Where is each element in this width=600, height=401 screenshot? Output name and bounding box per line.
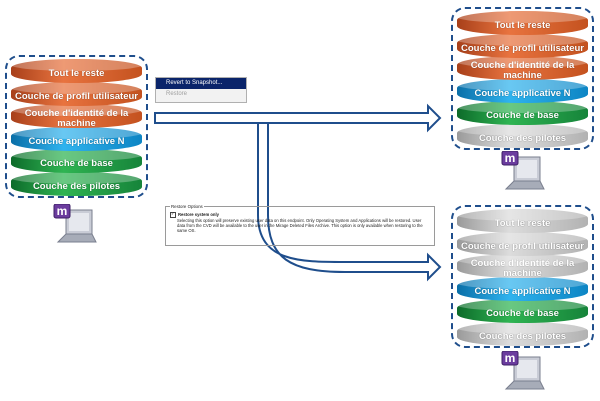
arrow-to-bottom-target (257, 214, 442, 282)
layer-couche-applicative-n: Couche applicative N (457, 276, 588, 301)
mirage-laptop-icon: m (501, 151, 545, 190)
layer-tout-le-reste: Tout le reste (457, 209, 588, 233)
restore-options-legend: Restore Options (170, 204, 204, 209)
restore-options-panel: Restore Options Restore system only Sele… (165, 204, 435, 246)
mirage-laptop-icon: m (53, 204, 97, 243)
layer-couche-de-base: Couche de base (457, 299, 588, 323)
arrow-to-top-target (154, 103, 442, 133)
layer-couche-de-profil-utilisateur: Couche de profil utilisateur (457, 231, 588, 256)
svg-text:m: m (57, 204, 68, 218)
layer-couche-d-identit-de-la-machine: Couche d'identité de la machine (11, 104, 142, 129)
layer-couche-de-profil-utilisateur: Couche de profil utilisateur (457, 33, 588, 58)
revert-to-snapshot-menu-item[interactable]: Revert to Snapshot... (156, 78, 246, 89)
layer-couche-des-pilotes: Couche des pilotes (457, 321, 588, 346)
restore-system-only-label: Restore system only (178, 212, 219, 218)
layer-couche-de-base: Couche de base (457, 101, 588, 125)
layer-couche-des-pilotes: Couche des pilotes (457, 123, 588, 148)
layer-couche-de-profil-utilisateur: Couche de profil utilisateur (11, 81, 142, 106)
layer-couche-applicative-n: Couche applicative N (457, 78, 588, 103)
svg-text:m: m (505, 351, 516, 365)
layer-couche-d-identit-de-la-machine: Couche d'identité de la machine (457, 254, 588, 279)
svg-text:m: m (505, 151, 516, 165)
layer-couche-des-pilotes: Couche des pilotes (11, 171, 142, 196)
layer-couche-applicative-n: Couche applicative N (11, 126, 142, 151)
restore-menu-item[interactable]: Restore (166, 91, 188, 97)
layer-couche-de-base: Couche de base (11, 149, 142, 173)
mirage-laptop-icon: m (501, 351, 545, 390)
connector-vertical (257, 123, 269, 215)
layer-tout-le-reste: Tout le reste (457, 11, 588, 35)
context-menu: Revert to Snapshot... Restore (155, 77, 247, 103)
restore-options-description: Selecting this option will preserve exis… (177, 218, 423, 233)
restore-system-only-checkbox[interactable] (170, 211, 176, 218)
layer-couche-d-identit-de-la-machine: Couche d'identité de la machine (457, 56, 588, 81)
layer-tout-le-reste: Tout le reste (11, 59, 142, 83)
